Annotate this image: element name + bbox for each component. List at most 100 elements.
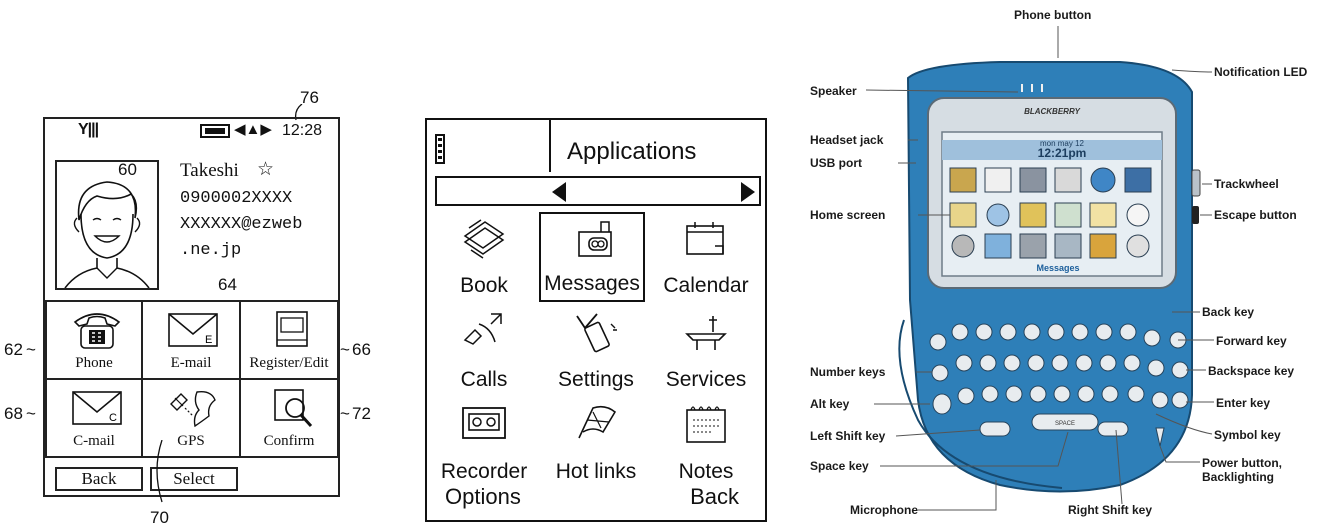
navigation-arrows-icon: ◀▲▶ xyxy=(234,121,272,138)
back-softkey[interactable]: Back xyxy=(690,484,739,509)
blackberry-diagram: BLACKBERRY mon may 12 12:21pm Messages S… xyxy=(800,0,1330,531)
app-messages[interactable]: Messages xyxy=(539,212,645,302)
envelope-icon: C xyxy=(72,391,122,425)
callout-escape-button: Escape button xyxy=(1214,208,1297,222)
svg-text:E: E xyxy=(205,334,212,346)
app-notes-label: Notes xyxy=(678,460,734,483)
phone-screen xyxy=(43,117,340,497)
applications-menu-figure: Applications Book Messages Calendar xyxy=(425,118,767,522)
confirm-button-label: Confirm xyxy=(263,433,315,449)
blackberry-device: BLACKBERRY mon may 12 12:21pm Messages S… xyxy=(865,26,1214,511)
app-book[interactable]: Book xyxy=(431,212,537,302)
favorite-star-icon: ☆ xyxy=(257,159,275,180)
notepad-icon xyxy=(686,406,726,443)
callout-speaker: Speaker xyxy=(810,84,857,98)
callout-alt-key: Alt key xyxy=(810,397,850,411)
contact-email-domain: .ne.jp xyxy=(180,241,242,260)
battery-icon xyxy=(200,124,230,138)
gps-button[interactable]: GPS xyxy=(143,380,241,458)
svg-text:C: C xyxy=(109,412,117,424)
callout-notification-led: Notification LED xyxy=(1214,65,1308,79)
gps-button-label: GPS xyxy=(177,433,205,449)
callout-space-key: Space key xyxy=(810,459,869,473)
contact-photo xyxy=(55,160,159,290)
scroll-bar[interactable] xyxy=(435,176,761,206)
cmail-button[interactable]: C C-mail xyxy=(45,380,143,458)
app-book-label: Book xyxy=(460,274,508,297)
ref-70-leader xyxy=(156,440,163,503)
app-services[interactable]: Services xyxy=(653,306,759,396)
calendar-icon xyxy=(686,222,724,255)
person-portrait-icon xyxy=(64,181,150,289)
app-hot-links[interactable]: Hot links xyxy=(543,398,649,488)
messages-icon xyxy=(578,221,612,257)
phone-button-label: Phone xyxy=(75,355,113,371)
ref-76: 76 xyxy=(300,88,319,107)
contact-phone: 0900002XXXX xyxy=(180,189,293,208)
ref-64: 64 xyxy=(218,275,237,294)
cmail-button-label: C-mail xyxy=(73,433,115,449)
app-settings-label: Settings xyxy=(558,368,634,391)
callout-home-screen: Home screen xyxy=(810,208,886,222)
back-softkey[interactable]: Back xyxy=(55,467,143,491)
register-edit-button[interactable]: Register/Edit xyxy=(241,302,339,380)
email-button-label: E-mail xyxy=(170,355,212,371)
options-softkey[interactable]: Options xyxy=(445,484,521,509)
ref-60: 60 xyxy=(118,160,137,179)
email-button[interactable]: E E-mail xyxy=(143,302,241,380)
screen-date: mon may 12 xyxy=(1040,139,1085,148)
app-recorder-label: Recorder xyxy=(440,460,528,483)
menu-title: Applications xyxy=(567,138,697,165)
status-time: 12:28 xyxy=(282,122,323,139)
checkered-flag-icon xyxy=(578,405,617,439)
select-softkey[interactable]: Select xyxy=(150,467,238,491)
ref-66-leader: ~ xyxy=(340,340,350,359)
magnifier-icon xyxy=(274,389,313,428)
telephone-icon xyxy=(73,313,121,349)
callout-right-shift-key: Right Shift key xyxy=(1068,503,1153,517)
brand-logo-text: BLACKBERRY xyxy=(1024,107,1081,116)
services-icon xyxy=(685,316,727,350)
callout-backlighting: Backlighting xyxy=(1202,470,1275,484)
callout-phone-button: Phone button xyxy=(1014,8,1092,22)
space-key-label: SPACE xyxy=(1055,421,1075,427)
scroll-left-arrow-icon[interactable] xyxy=(552,182,566,202)
function-button-grid: Phone E E-mail Register/Edit C xyxy=(45,300,339,458)
phone-button[interactable]: Phone xyxy=(45,302,143,380)
ref-62-leader: ~ xyxy=(26,340,36,359)
settings-icon xyxy=(576,313,617,353)
ref-66: 66 xyxy=(352,340,371,359)
app-calls[interactable]: Calls xyxy=(431,306,537,396)
cassette-icon xyxy=(462,407,506,439)
app-settings[interactable]: Settings xyxy=(543,306,649,396)
app-messages-label: Messages xyxy=(544,272,640,295)
envelope-icon: E xyxy=(168,313,218,347)
app-notes[interactable]: Notes xyxy=(653,398,759,488)
callout-symbol-key: Symbol key xyxy=(1214,428,1281,442)
app-services-label: Services xyxy=(665,368,747,391)
register-edit-button-label: Register/Edit xyxy=(249,355,329,371)
callout-back-key: Back key xyxy=(1202,305,1255,319)
confirm-button[interactable]: Confirm xyxy=(241,380,339,458)
screen-selected-label: Messages xyxy=(1036,263,1079,273)
callout-enter-key: Enter key xyxy=(1216,396,1271,410)
signal-icon: Y||| xyxy=(78,121,99,138)
header-divider xyxy=(549,120,551,172)
app-recorder[interactable]: Recorder xyxy=(431,398,537,488)
contact-email: XXXXXX@ezweb xyxy=(180,215,303,234)
app-calendar-label: Calendar xyxy=(663,274,749,297)
contact-name: Takeshi xyxy=(180,160,239,181)
calls-icon xyxy=(463,313,502,345)
ref-68-leader: ~ xyxy=(26,404,36,423)
notebook-icon xyxy=(276,311,308,347)
ref-62: 62 xyxy=(4,340,23,359)
callout-headset-jack: Headset jack xyxy=(810,133,884,147)
callout-forward-key: Forward key xyxy=(1216,334,1287,348)
ref-68: 68 xyxy=(4,404,23,423)
callout-left-shift-key: Left Shift key xyxy=(810,429,886,443)
app-calls-label: Calls xyxy=(460,368,508,391)
satellite-map-icon xyxy=(170,390,216,428)
scroll-right-arrow-icon[interactable] xyxy=(741,182,755,202)
app-calendar[interactable]: Calendar xyxy=(653,212,759,302)
callout-backspace-key: Backspace key xyxy=(1208,364,1295,378)
